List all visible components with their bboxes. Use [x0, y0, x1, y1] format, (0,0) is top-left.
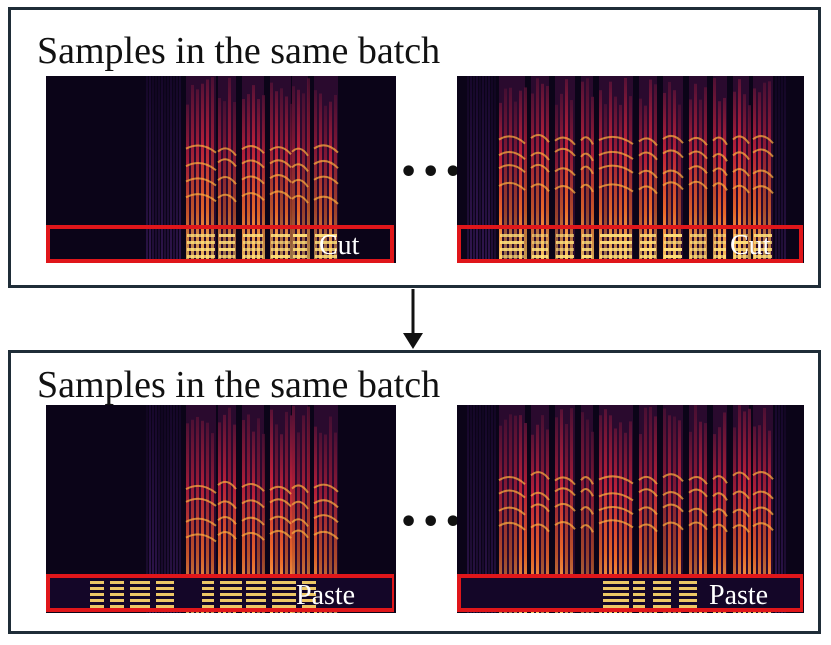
bottom-panel: Samples in the same batch Paste ••• Past… [8, 350, 821, 634]
arrow-down-icon [403, 289, 423, 349]
top-panel: Samples in the same batch Cut ••• Cut [8, 7, 821, 288]
paste-label-left: Paste [296, 580, 355, 611]
ellipsis-bottom: ••• [399, 505, 466, 540]
spectrogram-top-left: Cut [46, 76, 396, 263]
ellipsis-top: ••• [399, 155, 466, 190]
spectrogram-bottom-right: Paste [457, 405, 804, 613]
paste-label-right: Paste [709, 580, 768, 611]
spectrogram-bottom-left: Paste [46, 405, 396, 613]
cut-label-right: Cut [730, 230, 771, 261]
spectrogram-top-right: Cut [457, 76, 804, 263]
cut-label-left: Cut [319, 230, 360, 261]
top-panel-title: Samples in the same batch [37, 30, 441, 72]
bottom-panel-title: Samples in the same batch [37, 364, 441, 406]
